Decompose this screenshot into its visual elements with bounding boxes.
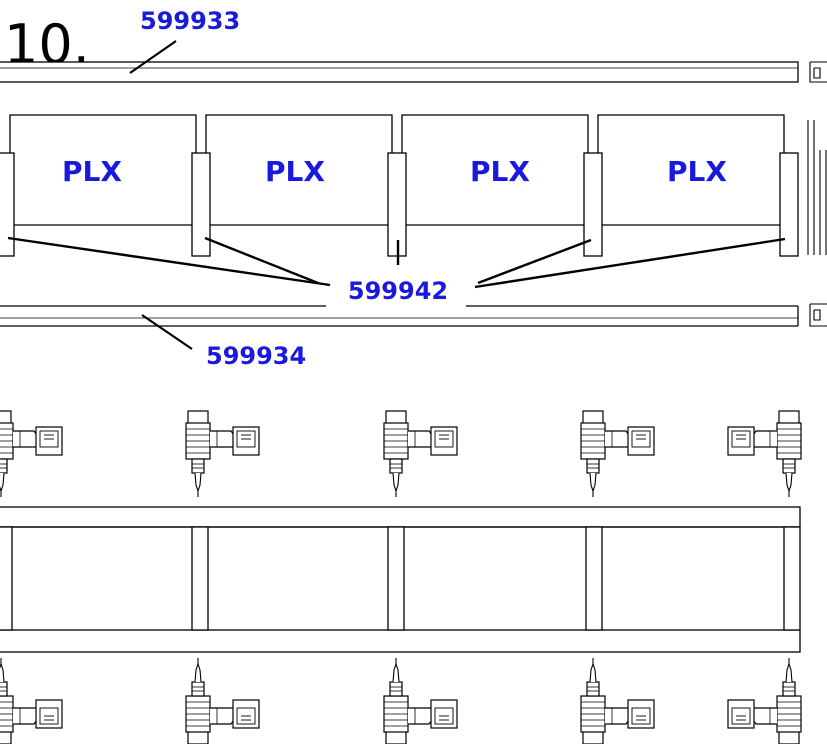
top-rail-label: 599933	[140, 7, 240, 35]
divider-post	[779, 152, 799, 257]
bottom-rail-leader	[141, 314, 193, 350]
drill-row-bottom	[0, 657, 802, 744]
drill-icon	[0, 657, 63, 744]
plx-label: PLX	[62, 155, 122, 188]
divider-post	[0, 152, 15, 257]
drill-icon	[727, 657, 802, 744]
divider-leaders	[7, 236, 786, 289]
divider-row	[0, 152, 799, 257]
drill-icon	[580, 410, 655, 498]
bottom-rail	[0, 303, 827, 327]
divider-post	[191, 152, 211, 257]
top-rail-leader	[129, 40, 177, 74]
drill-icon	[727, 410, 802, 498]
plx-label: PLX	[265, 155, 325, 188]
drill-icon	[580, 657, 655, 744]
divider-label: 599942	[348, 277, 448, 305]
drill-icon	[383, 410, 458, 498]
top-rail	[0, 61, 827, 83]
bottom-rail-label: 599934	[206, 342, 306, 370]
assembled-frame	[0, 506, 801, 653]
drill-icon	[383, 657, 458, 744]
drill-row-top	[0, 410, 802, 498]
drill-icon	[0, 410, 63, 498]
drill-icon	[185, 657, 260, 744]
plx-label: PLX	[470, 155, 530, 188]
plx-label: PLX	[667, 155, 727, 188]
divider-post	[583, 152, 603, 257]
drill-icon	[185, 410, 260, 498]
